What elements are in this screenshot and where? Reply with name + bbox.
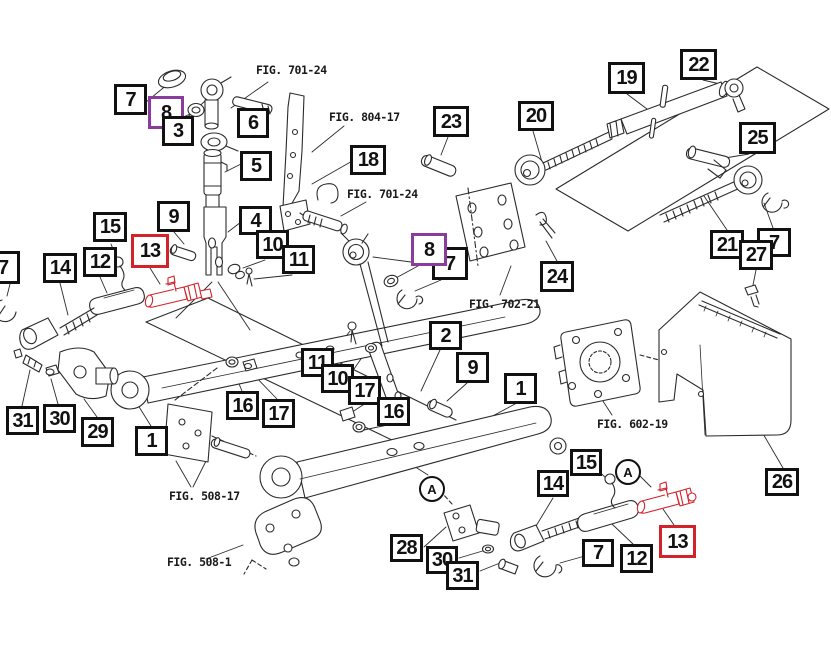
- part-lower-link-right: [259, 405, 567, 499]
- figref-602-19[interactable]: FIG. 602-19: [597, 417, 668, 431]
- callout-30-left[interactable]: 30: [43, 404, 76, 433]
- callout-13-left-highlight[interactable]: 13: [131, 234, 169, 268]
- callout-25[interactable]: 25: [739, 122, 776, 154]
- part-bracket-18: [279, 92, 348, 235]
- callout-7-bottom[interactable]: 7: [582, 539, 614, 567]
- part-top-link-assembly: [157, 69, 273, 276]
- callout-7-topleft[interactable]: 7: [114, 84, 147, 115]
- part-grease-fitting-left: [144, 275, 213, 308]
- part-fasteners-left: [225, 356, 258, 372]
- callout-18[interactable]: 18: [350, 145, 386, 175]
- callout-31-left[interactable]: 31: [6, 406, 39, 435]
- callout-26[interactable]: 26: [765, 468, 799, 496]
- part-lift-rod-right: [659, 145, 790, 308]
- figref-701-24-mid[interactable]: FIG. 701-24: [347, 187, 418, 201]
- callout-12-left[interactable]: 12: [83, 247, 117, 277]
- callout-24[interactable]: 24: [540, 261, 574, 292]
- callout-19[interactable]: 19: [608, 62, 645, 94]
- part-turnbuckle-bottom: [509, 473, 639, 578]
- marker-a-right: A: [615, 459, 641, 485]
- part-bracket-508-17: [163, 367, 257, 463]
- callout-16-left[interactable]: 16: [226, 391, 259, 420]
- part-bracket-29: [57, 347, 119, 400]
- callout-12-bottom[interactable]: 12: [620, 544, 653, 573]
- callout-29[interactable]: 29: [81, 417, 114, 447]
- part-grease-fitting-right: [636, 481, 697, 514]
- callout-17-left[interactable]: 17: [262, 399, 295, 428]
- callout-27[interactable]: 27: [739, 240, 773, 270]
- callout-28[interactable]: 28: [390, 534, 423, 562]
- callout-17-mid[interactable]: 17: [348, 376, 381, 405]
- callout-22[interactable]: 22: [680, 49, 717, 80]
- part-pins-washers-top: [112, 244, 253, 291]
- callout-1-left[interactable]: 1: [135, 426, 168, 456]
- callout-15-bottom[interactable]: 15: [570, 449, 602, 476]
- callout-5[interactable]: 5: [240, 151, 272, 181]
- callout-13-bottom-highlight[interactable]: 13: [659, 525, 696, 558]
- callout-9-top[interactable]: 9: [157, 201, 190, 232]
- callout-4[interactable]: 4: [239, 206, 272, 235]
- callout-3[interactable]: 3: [162, 116, 194, 146]
- callout-2[interactable]: 2: [429, 321, 462, 350]
- figref-508-17[interactable]: FIG. 508-17: [169, 489, 240, 503]
- part-cover-26: [639, 291, 792, 437]
- part-turnbuckle-left: [0, 287, 145, 377]
- callout-23[interactable]: 23: [433, 106, 469, 137]
- part-bracket-28: [433, 483, 519, 575]
- callout-16-mid[interactable]: 16: [377, 397, 410, 426]
- part-leveling-rod: [339, 232, 453, 433]
- callout-7-left-edge[interactable]: 7: [0, 251, 20, 284]
- part-lift-rod-left: [514, 78, 746, 186]
- callout-9-mid[interactable]: 9: [456, 352, 489, 383]
- figref-804-17[interactable]: FIG. 804-17: [329, 110, 400, 124]
- callout-31-bottom[interactable]: 31: [446, 561, 479, 590]
- callout-11-top[interactable]: 11: [282, 245, 315, 274]
- part-mid-washer-clamp: [383, 274, 424, 310]
- callout-14-bottom[interactable]: 14: [537, 470, 569, 497]
- callout-20[interactable]: 20: [518, 101, 554, 131]
- callout-6[interactable]: 6: [237, 108, 269, 138]
- figref-508-1[interactable]: FIG. 508-1: [167, 555, 232, 569]
- figref-702-21[interactable]: FIG. 702-21: [469, 297, 540, 311]
- callout-30-bottom[interactable]: 30: [426, 546, 458, 574]
- part-knuckle-508-1: [243, 497, 322, 575]
- callout-10-top[interactable]: 10: [256, 230, 289, 259]
- callout-15-left[interactable]: 15: [93, 212, 127, 242]
- callout-1-right[interactable]: 1: [504, 373, 537, 404]
- callout-8-mid-highlight[interactable]: 8: [411, 233, 447, 266]
- marker-a-center: A: [419, 476, 445, 502]
- figref-701-24-top[interactable]: FIG. 701-24: [256, 63, 327, 77]
- callout-14-left[interactable]: 14: [43, 253, 77, 283]
- part-hydraulic-block: [553, 319, 641, 407]
- part-check-plate: [420, 154, 556, 267]
